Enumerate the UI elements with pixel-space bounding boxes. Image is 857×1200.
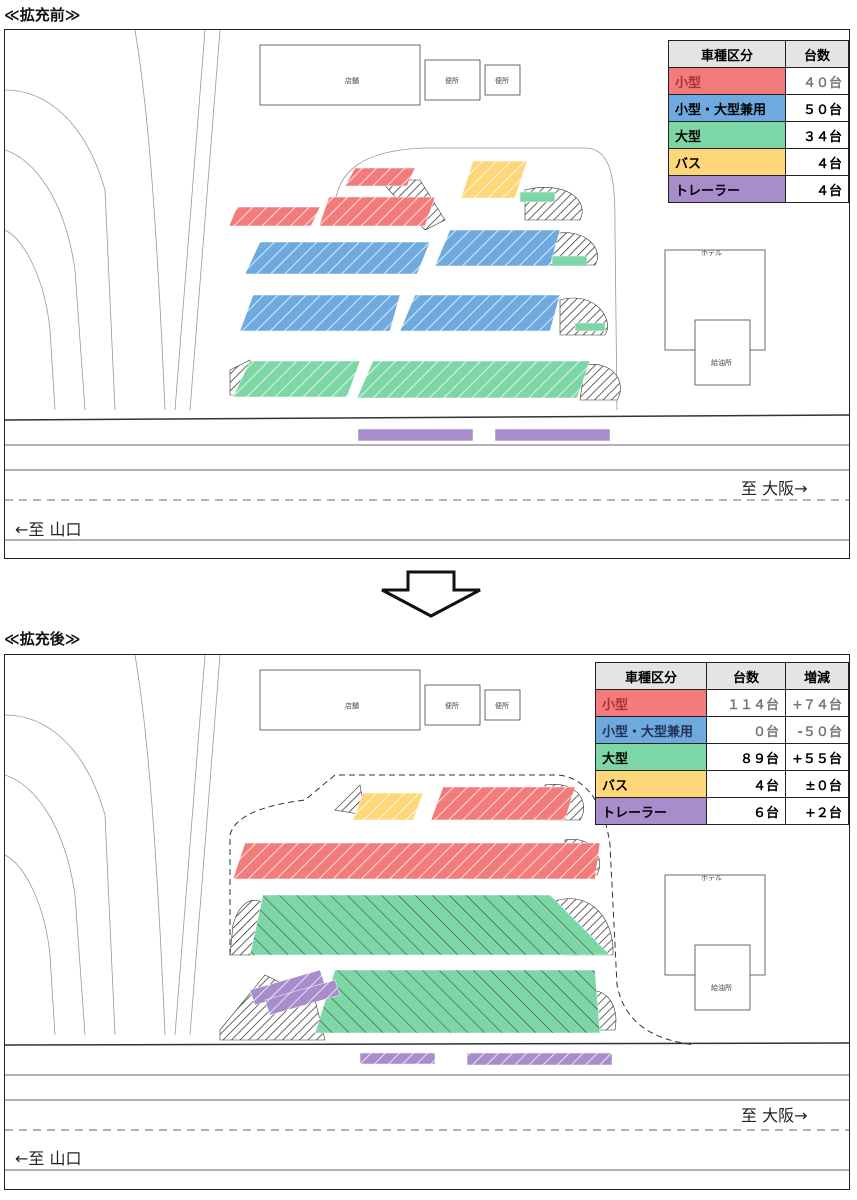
category-large: 大型	[668, 121, 786, 149]
direction-yamaguchi: ←至 山口	[15, 1149, 82, 1168]
toilet-label: 便所	[445, 702, 459, 710]
category-small: 小型	[595, 689, 707, 717]
parking-shared	[434, 229, 561, 267]
category-trailer: トレーラー	[668, 175, 786, 203]
after-map	[5, 655, 849, 1171]
count-small: １１４台	[706, 689, 786, 717]
change-shared: -５０台	[785, 716, 849, 744]
count-shared: ０台	[706, 716, 786, 744]
parking-large	[314, 969, 601, 1034]
category-large: 大型	[595, 743, 707, 771]
gas-station-label: 給油所	[711, 359, 732, 367]
shop-label: 店舗	[345, 702, 359, 710]
count-trailer: ６台	[706, 797, 786, 825]
parking-small	[232, 842, 601, 880]
count-bus: ４台	[706, 770, 786, 798]
parking-shared	[244, 241, 431, 275]
direction-osaka: 至 大阪→	[741, 1106, 808, 1125]
shop-label: 店舗	[345, 77, 359, 85]
parking-small	[318, 196, 436, 227]
count-bus: ４台	[785, 148, 849, 176]
category-shared: 小型・大型兼用	[668, 94, 786, 122]
gas-station-label: 給油所	[711, 984, 732, 992]
header-count: 台数	[706, 662, 786, 690]
parking-trailer	[357, 428, 474, 442]
count-large: ３４台	[785, 121, 849, 149]
hotel-label: ホテル	[701, 874, 722, 882]
category-shared: 小型・大型兼用	[595, 716, 707, 744]
header-count: 台数	[785, 40, 849, 68]
header-category: 車種区分	[668, 40, 786, 68]
count-trailer: ４台	[785, 175, 849, 203]
parking-shared	[239, 294, 401, 332]
category-bus: バス	[595, 770, 707, 798]
header-change: 増減	[785, 662, 849, 690]
count-large: ８９台	[706, 743, 786, 771]
toilet-label: 便所	[495, 77, 509, 85]
category-small: 小型	[668, 67, 786, 95]
hotel-label: ホテル	[701, 249, 722, 257]
parking-large	[356, 360, 591, 399]
toilet-label: 便所	[445, 77, 459, 85]
parking-shared	[399, 294, 561, 332]
toilet-label: 便所	[495, 702, 509, 710]
count-shared: ５０台	[785, 94, 849, 122]
down-arrow-icon	[381, 570, 481, 618]
parking-small	[228, 206, 321, 227]
parking-trailer	[359, 1052, 436, 1065]
parking-trailer	[466, 1052, 613, 1066]
direction-yamaguchi: ←至 山口	[15, 520, 82, 539]
count-small: ４０台	[785, 67, 849, 95]
category-trailer: トレーラー	[595, 797, 707, 825]
change-large: +５５台	[785, 743, 849, 771]
parking-trailer	[264, 979, 341, 1016]
before-title: ≪拡充前≫	[4, 6, 81, 24]
parking-large	[249, 894, 611, 956]
change-bus: ±０台	[785, 770, 849, 798]
after-title: ≪拡充後≫	[4, 630, 81, 648]
change-small: +７４台	[785, 689, 849, 717]
change-trailer: +２台	[785, 797, 849, 825]
before-map	[5, 30, 849, 541]
parking-bus	[352, 792, 424, 821]
parking-trailer	[494, 428, 611, 442]
parking-bus	[460, 160, 528, 199]
direction-osaka: 至 大阪→	[741, 479, 808, 498]
parking-small	[430, 786, 576, 821]
category-bus: バス	[668, 148, 786, 176]
parking-large	[232, 360, 361, 398]
parking-small	[344, 167, 416, 187]
header-category: 車種区分	[595, 662, 707, 690]
